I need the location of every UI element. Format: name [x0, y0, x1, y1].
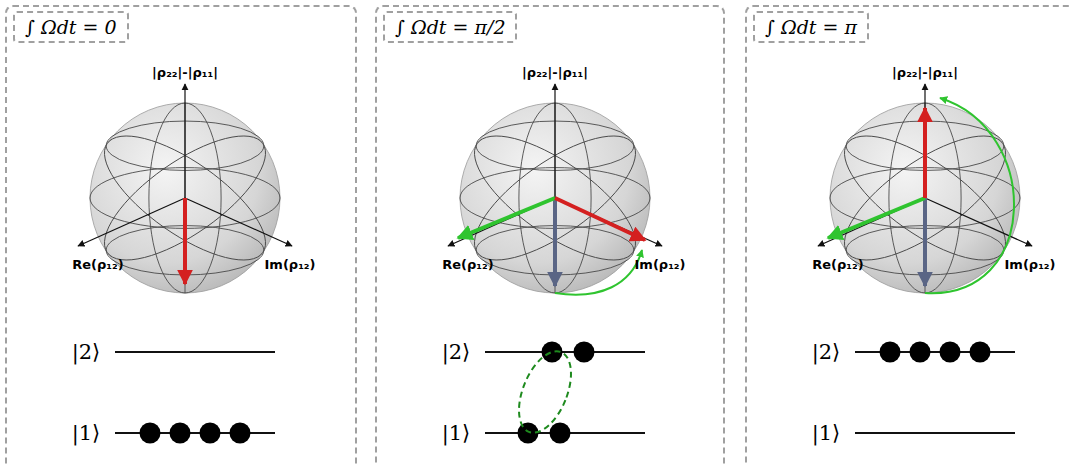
state-vector	[183, 198, 187, 284]
energy-level	[855, 351, 1015, 353]
level-label: |1⟩	[72, 421, 101, 445]
axis-label: Re(ρ₁₂)	[70, 257, 125, 272]
axis-label: Re(ρ₁₂)	[440, 257, 495, 272]
panel-heading: ∫ Ωdt = π	[753, 11, 869, 43]
axis-label: Re(ρ₁₂)	[810, 257, 865, 272]
level-label: |1⟩	[442, 421, 471, 445]
axis-label: |ρ₂₂|-|ρ₁₁|	[890, 65, 960, 80]
state-vector	[555, 198, 645, 240]
field-vector	[828, 198, 925, 238]
panel-heading: ∫ Ωdt = π/2	[383, 11, 517, 43]
energy-level	[115, 351, 275, 353]
level-label: |1⟩	[812, 421, 841, 445]
level-label: |2⟩	[72, 340, 101, 364]
field-vector	[458, 198, 555, 238]
energy-level	[115, 432, 275, 434]
atom-dot	[170, 423, 191, 444]
atom-dot	[230, 423, 251, 444]
trajectory	[925, 98, 1014, 293]
state-vector	[923, 108, 927, 198]
axis-label: |ρ₂₂|-|ρ₁₁|	[150, 65, 220, 80]
atom-dot	[910, 342, 931, 363]
level-label: |2⟩	[812, 340, 841, 364]
atom-dot	[550, 423, 571, 444]
atom-dot	[140, 423, 161, 444]
trajectory	[555, 250, 642, 295]
atom-dot	[970, 342, 991, 363]
atom-dot	[200, 423, 221, 444]
energy-level	[855, 432, 1015, 434]
initial-vector	[553, 198, 557, 286]
axis-label: Im(ρ₁₂)	[1003, 257, 1058, 272]
axis-label: Im(ρ₁₂)	[633, 257, 688, 272]
initial-vector	[923, 198, 927, 286]
panel-heading: ∫ Ωdt = 0	[13, 11, 129, 43]
atom-dot	[574, 342, 595, 363]
coherence-ellipse	[508, 344, 581, 440]
energy-level	[485, 351, 645, 353]
axis-label: Im(ρ₁₂)	[263, 257, 318, 272]
atom-dot	[940, 342, 961, 363]
atom-dot	[880, 342, 901, 363]
level-label: |2⟩	[442, 340, 471, 364]
axis-label: |ρ₂₂|-|ρ₁₁|	[520, 65, 590, 80]
